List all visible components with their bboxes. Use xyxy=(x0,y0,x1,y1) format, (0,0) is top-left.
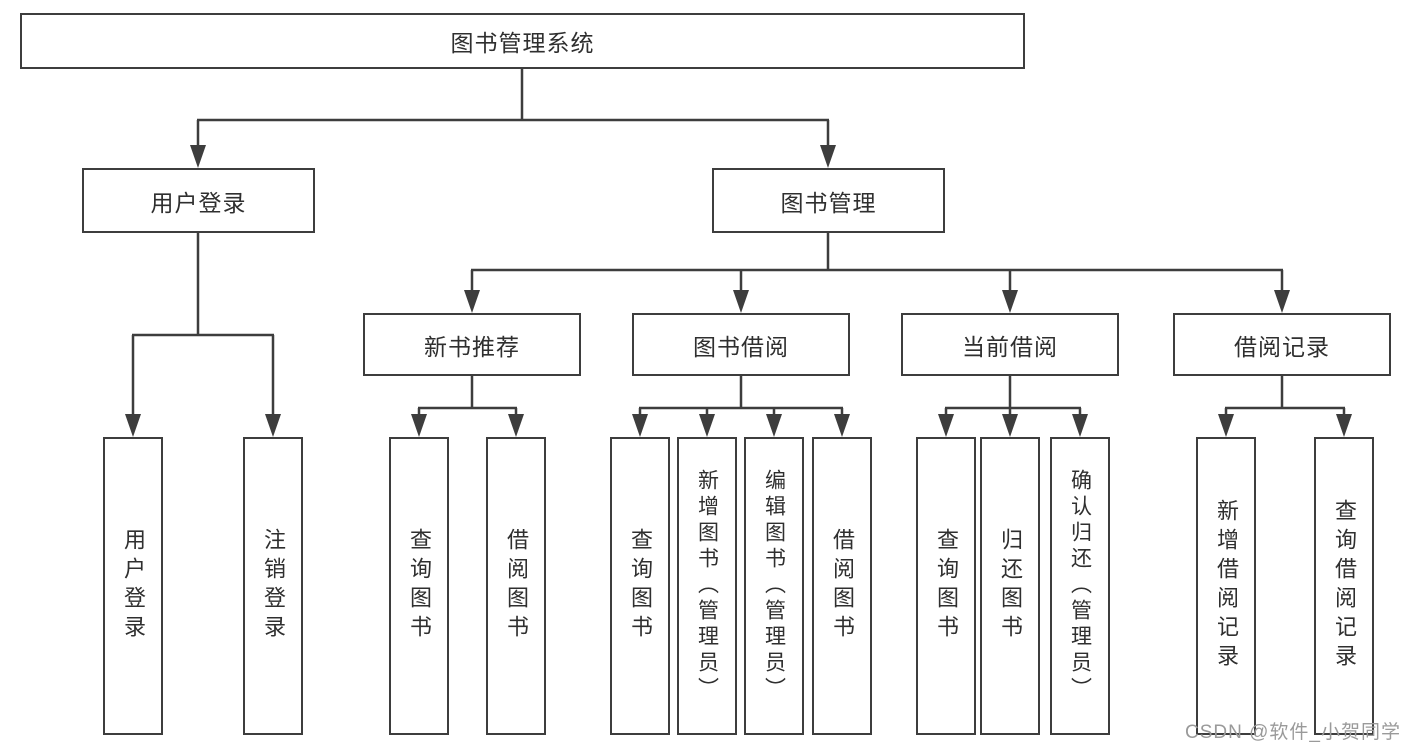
leaf-label: 查询图书 xyxy=(407,528,432,644)
connector-user-login-branch xyxy=(131,231,275,420)
leaf-label: 归还图书 xyxy=(998,528,1023,644)
leaf-logout: 注销登录 xyxy=(243,437,303,735)
node-borrow-records: 借阅记录 xyxy=(1173,313,1391,376)
leaf-label: 确认归还（管理员） xyxy=(1068,469,1092,703)
leaf-borrow-books: 借阅图书 xyxy=(812,437,872,735)
connector-borrow-records-branch xyxy=(1224,374,1346,420)
node-book-management: 图书管理 xyxy=(712,168,945,233)
leaf-query-borrow-record: 查询借阅记录 xyxy=(1314,437,1374,735)
leaf-query-books-borrow: 查询图书 xyxy=(610,437,670,735)
leaf-add-borrow-record: 新增借阅记录 xyxy=(1196,437,1256,735)
leaf-label: 借阅图书 xyxy=(830,528,855,644)
connector-root-to-level2 xyxy=(196,68,830,150)
leaf-label: 编辑图书（管理员） xyxy=(762,469,786,703)
leaf-user-login: 用户登录 xyxy=(103,437,163,735)
leaf-label: 借阅图书 xyxy=(504,528,529,644)
leaf-label: 注销登录 xyxy=(261,528,286,644)
leaf-label: 新增借阅记录 xyxy=(1214,499,1239,673)
node-book-borrow: 图书借阅 xyxy=(632,313,850,376)
node-current-borrow: 当前借阅 xyxy=(901,313,1119,376)
connector-new-books-branch xyxy=(417,374,518,420)
leaf-edit-books-admin: 编辑图书（管理员） xyxy=(744,437,804,735)
leaf-label: 查询图书 xyxy=(934,528,959,644)
csdn-watermark: CSDN @软件_小贺同学 xyxy=(1185,722,1401,743)
leaf-return-books: 归还图书 xyxy=(980,437,1040,735)
node-new-book-recommend: 新书推荐 xyxy=(363,313,581,376)
connector-book-borrow-branch xyxy=(638,374,844,420)
leaf-label: 用户登录 xyxy=(121,528,146,644)
leaf-label: 查询借阅记录 xyxy=(1332,499,1357,673)
leaf-query-books-current: 查询图书 xyxy=(916,437,976,735)
connector-book-mgmt-branch xyxy=(470,231,1284,296)
node-user-login: 用户登录 xyxy=(82,168,315,233)
leaf-confirm-return-admin: 确认归还（管理员） xyxy=(1050,437,1110,735)
arrowhead-icons xyxy=(125,145,1352,437)
leaf-label: 新增图书（管理员） xyxy=(695,469,719,703)
leaf-label: 查询图书 xyxy=(628,528,653,644)
leaf-query-books-recommend: 查询图书 xyxy=(389,437,449,735)
connector-current-borrow-branch xyxy=(944,374,1082,420)
leaf-borrow-books-recommend: 借阅图书 xyxy=(486,437,546,735)
leaf-add-books-admin: 新增图书（管理员） xyxy=(677,437,737,735)
node-library-management-system: 图书管理系统 xyxy=(20,13,1025,69)
